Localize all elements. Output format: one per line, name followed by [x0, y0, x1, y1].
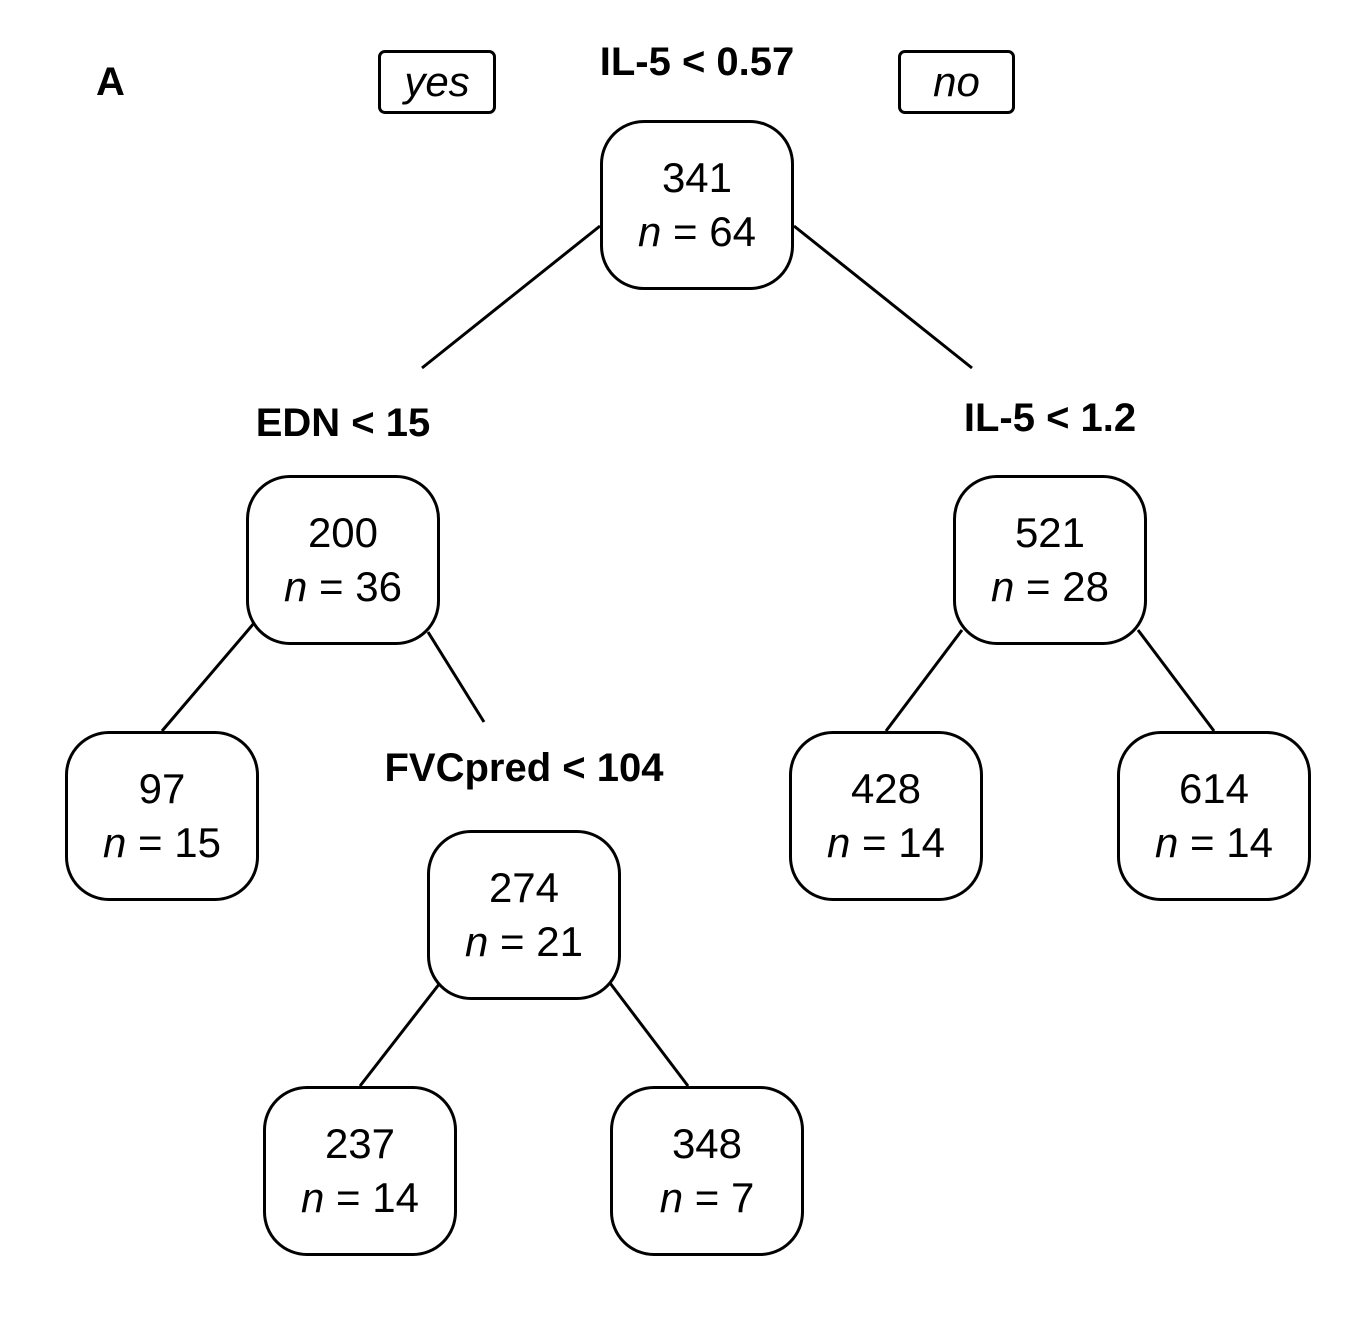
node-value: 274 — [488, 864, 560, 911]
node-count: n = 15 — [103, 819, 221, 866]
node-count: n = 21 — [465, 918, 583, 965]
edge-root-right — [793, 224, 973, 370]
node-count: n = 14 — [827, 819, 945, 866]
edge-root-left — [421, 224, 601, 370]
node-value: 341 — [661, 154, 733, 201]
branch-label-yes: yes — [378, 50, 496, 114]
tree-node-right-left: 428 n = 14 — [789, 731, 983, 901]
node-count: n = 14 — [1155, 819, 1273, 866]
tree-node-lr-left: 237 n = 14 — [263, 1086, 457, 1256]
split-label-left: EDN < 15 — [255, 401, 431, 445]
split-label-left-right: FVCpred < 104 — [384, 746, 664, 790]
node-count: n = 64 — [638, 208, 756, 255]
split-label-root: IL-5 < 0.57 — [599, 40, 795, 84]
edge-right-rightleft — [884, 629, 964, 732]
node-count: n = 28 — [991, 563, 1109, 610]
node-value: 97 — [138, 765, 186, 812]
edge-left-leftright — [426, 631, 486, 723]
node-count: n = 14 — [301, 1174, 419, 1221]
node-value: 521 — [1014, 509, 1086, 556]
edge-lr-lrright — [608, 982, 690, 1087]
tree-node-right-right: 614 n = 14 — [1117, 731, 1311, 901]
node-value: 200 — [307, 509, 379, 556]
split-label-right: IL-5 < 1.2 — [963, 396, 1137, 440]
tree-node-left-left: 97 n = 15 — [65, 731, 259, 901]
tree-node-right: 521 n = 28 — [953, 475, 1147, 645]
node-value: 428 — [850, 765, 922, 812]
edge-right-rightright — [1136, 629, 1216, 732]
edge-left-leftleft — [160, 621, 257, 732]
tree-node-left: 200 n = 36 — [246, 475, 440, 645]
node-value: 237 — [324, 1120, 396, 1167]
node-count: n = 36 — [284, 563, 402, 610]
node-value: 614 — [1178, 765, 1250, 812]
node-value: 348 — [671, 1120, 743, 1167]
edge-lr-lrleft — [358, 982, 442, 1087]
tree-node-root: 341 n = 64 — [600, 120, 794, 290]
branch-label-no: no — [898, 50, 1015, 114]
tree-node-left-right: 274 n = 21 — [427, 830, 621, 1000]
panel-label: A — [96, 60, 125, 104]
tree-node-lr-right: 348 n = 7 — [610, 1086, 804, 1256]
node-count: n = 7 — [659, 1174, 755, 1221]
